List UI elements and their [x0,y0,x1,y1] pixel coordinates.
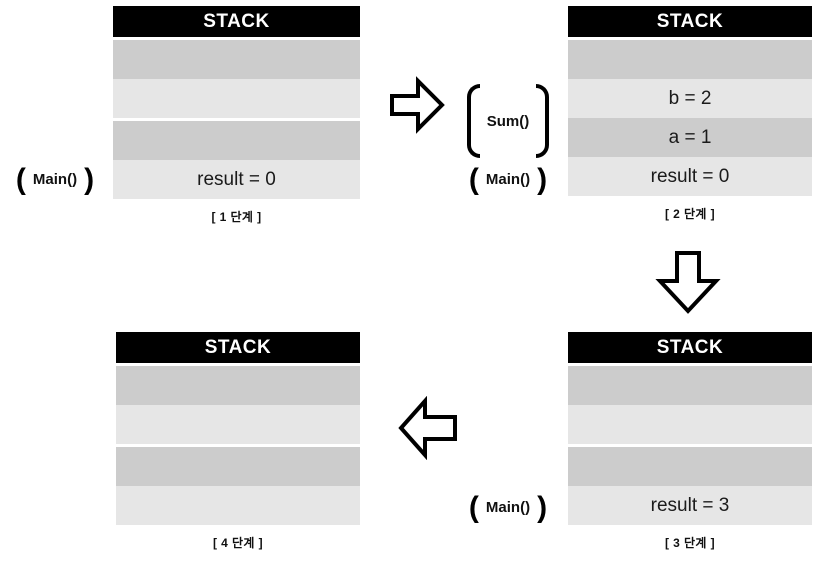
stack-header-title: STACK [116,332,360,363]
stack-row: result = 0 [113,160,360,199]
stack-row: result = 0 [568,157,812,196]
bracket-open-icon [466,84,480,158]
arrow-left-icon [396,396,460,460]
frame-label-main: ( Main() ) [452,488,564,527]
bracket-open-icon: ( [15,162,26,196]
stack-box: STACK result = 0 [113,6,360,199]
arrow-down-icon [652,249,724,317]
stack-row [113,121,360,160]
step-caption: [ 4 단계 ] [213,536,263,550]
frame-label-main: ( Main() ) [452,160,564,199]
stack-row [568,447,812,486]
bracket-close-icon: ) [537,162,548,196]
bracket-open-icon: ( [468,490,479,524]
arrow-right-icon [388,76,446,134]
stack-row: a = 1 [568,118,812,157]
stack-row: b = 2 [568,79,812,118]
stack-header-title: STACK [568,6,812,37]
stack-box: STACK [116,332,360,525]
frame-label-sum: Sum() [452,82,564,160]
stack-row [116,486,360,525]
stack-row [113,40,360,79]
stack-figure-step-1: STACK result = 0 [ 1 단계 ] [113,6,360,225]
bracket-close-icon: ) [537,490,548,524]
stack-row: result = 3 [568,486,812,525]
stack-box: STACK result = 3 [568,332,812,525]
bracket-close-icon: ) [84,162,95,196]
stack-header-title: STACK [113,6,360,37]
stack-row [113,79,360,118]
stack-figure-step-4: STACK [ 4 단계 ] [116,332,360,551]
bracket-close-icon [536,84,550,158]
frame-name: Main() [32,171,78,188]
frame-name: Main() [485,499,531,516]
step-caption: [ 2 단계 ] [665,207,715,221]
frame-label-main: ( Main() ) [0,160,110,199]
frame-name: Main() [485,171,531,188]
stack-row [568,40,812,79]
stack-row [116,447,360,486]
stack-row [568,405,812,444]
stack-row [116,405,360,444]
step-caption: [ 1 단계 ] [211,210,262,224]
stack-figure-step-3: STACK result = 3 [ 3 단계 ] [568,332,812,551]
stack-row [568,366,812,405]
stack-row [116,366,360,405]
stack-header-title: STACK [568,332,812,363]
stack-box: STACK b = 2 a = 1 result = 0 [568,6,812,196]
step-caption: [ 3 단계 ] [665,536,715,550]
stack-figure-step-2: STACK b = 2 a = 1 result = 0 [ 2 단계 ] [568,6,812,222]
bracket-open-icon: ( [468,162,479,196]
frame-name: Sum() [486,112,530,130]
